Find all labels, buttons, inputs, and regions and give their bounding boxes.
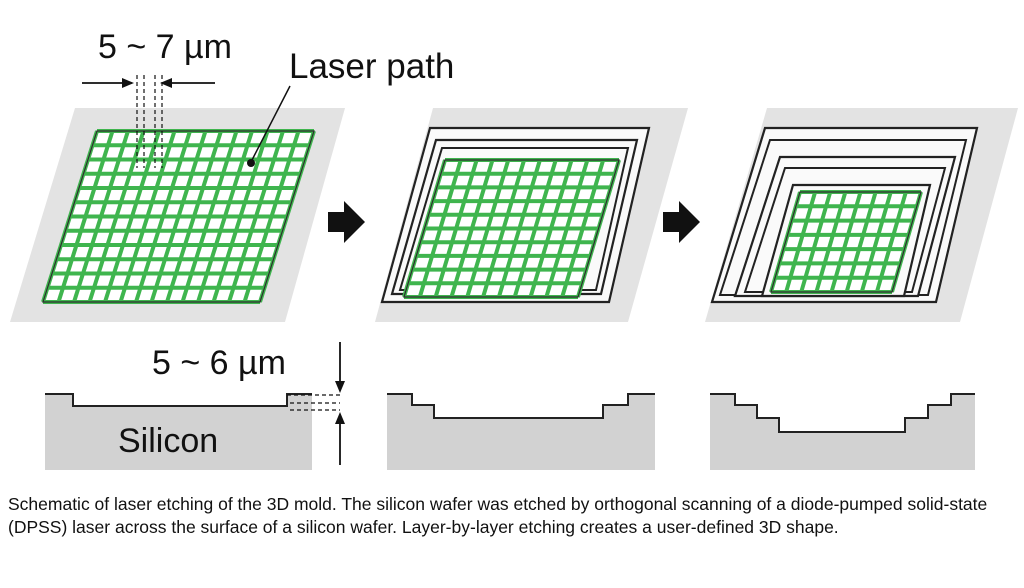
silicon-cross-section-2 <box>387 394 655 470</box>
laser-scan-line-vertical <box>465 159 511 298</box>
grid-outline <box>770 191 922 293</box>
laser-path-pointer <box>247 85 291 167</box>
etch-depth-dimension <box>287 342 345 465</box>
laser-scan-line-vertical <box>433 159 479 298</box>
laser-scan-line-vertical <box>103 130 161 303</box>
laser-scan-line-vertical <box>72 130 130 303</box>
laser-scan-line-vertical <box>149 130 208 303</box>
panel-1-top-view <box>10 108 345 322</box>
panel-3-top-view <box>705 108 1018 322</box>
arrow-right-icon <box>663 201 700 243</box>
silicon-label: Silicon <box>118 422 218 460</box>
laser-spacing-dimension <box>82 75 215 168</box>
laser-grid-2 <box>402 158 621 299</box>
laser-scan-line-vertical <box>134 130 192 303</box>
etch-depth-label: 5 ~ 6 µm <box>152 344 286 382</box>
laser-scan-line-vertical <box>844 191 878 293</box>
laser-scan-line-vertical <box>242 130 301 303</box>
laser-scan-line-vertical <box>118 130 177 303</box>
figure-caption: Schematic of laser etching of the 3D mol… <box>8 494 988 537</box>
laser-scan-line-vertical <box>227 130 285 303</box>
silicon-cross-section-1 <box>45 394 312 470</box>
laser-scan-line-vertical <box>874 191 908 293</box>
laser-scan-line-vertical <box>196 130 254 303</box>
laser-scan-line-vertical <box>211 130 270 303</box>
laser-scan-line-vertical <box>512 159 558 298</box>
laser-grid-1 <box>41 129 316 304</box>
laser-scan-line-vertical <box>449 159 495 298</box>
laser-scan-line-vertical <box>814 191 848 293</box>
laser-scan-line-vertical <box>496 159 542 298</box>
laser-scan-line-vertical <box>859 191 893 293</box>
laser-spacing-label: 5 ~ 7 µm <box>98 28 232 66</box>
grid-outline <box>403 159 620 298</box>
laser-scan-line-vertical <box>799 191 833 293</box>
laser-scan-line-vertical <box>417 159 463 298</box>
laser-scan-line-vertical <box>165 130 223 303</box>
laser-scan-line-vertical <box>560 159 606 298</box>
laser-scan-line-vertical <box>528 159 574 298</box>
laser-scan-line-vertical <box>481 159 527 298</box>
laser-grid-3 <box>769 190 923 294</box>
laser-path-label: Laser path <box>289 47 454 86</box>
laser-scan-line-vertical <box>180 130 239 303</box>
laser-etching-diagram: 5 ~ 7 µm Laser path Silicon <box>10 28 1018 470</box>
laser-scan-line-vertical <box>784 191 818 293</box>
laser-scan-line-vertical <box>87 130 146 303</box>
panel-2-top-view <box>375 108 688 322</box>
laser-scan-line-vertical <box>829 191 863 293</box>
laser-scan-line-vertical <box>544 159 590 298</box>
laser-scan-line-vertical <box>56 130 115 303</box>
grid-outline <box>42 130 315 303</box>
arrow-right-icon <box>328 201 365 243</box>
